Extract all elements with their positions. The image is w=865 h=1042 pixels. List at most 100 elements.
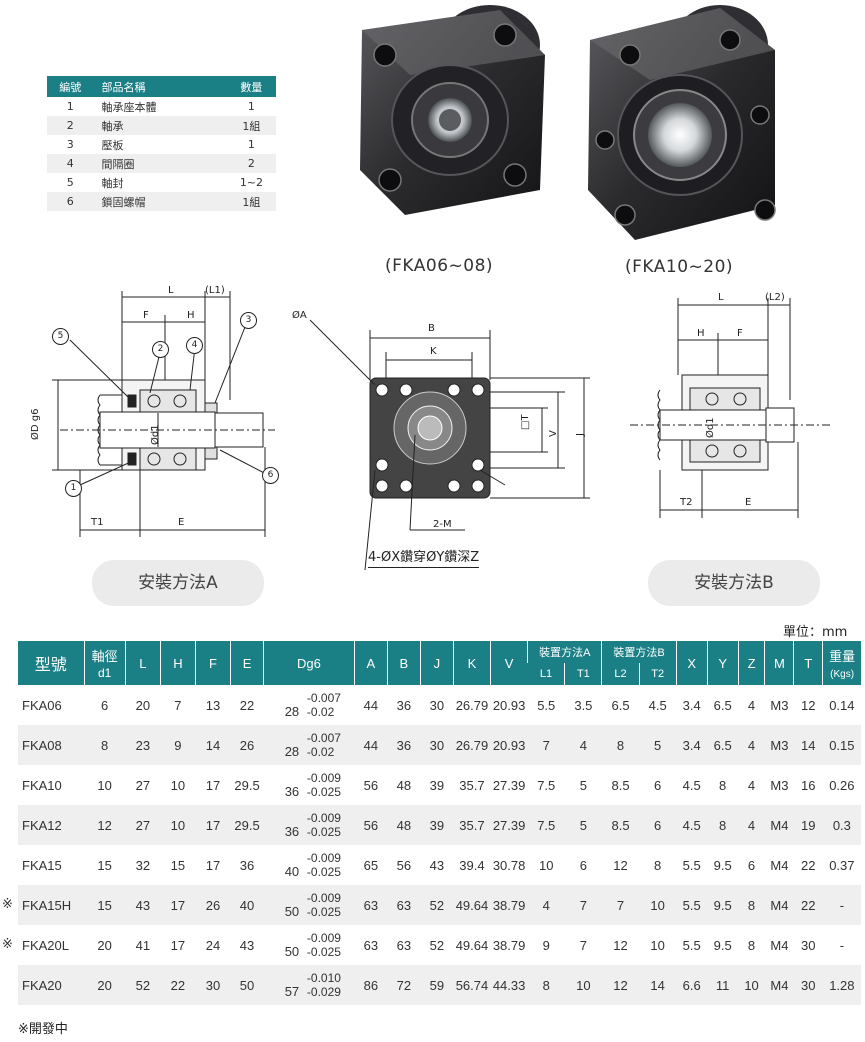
spec-cell-t1: 7 <box>564 885 602 925</box>
drawing-mounting-a <box>52 291 275 537</box>
spec-cell-h: 10 <box>160 805 196 845</box>
spec-header-f: F <box>194 641 231 685</box>
spec-cell-model: FKA10 <box>22 777 62 793</box>
product-photo-fka06 <box>360 5 545 215</box>
spec-cell-y: 8 <box>707 805 739 845</box>
spec-cell-tol-lo: -0.025 <box>306 865 341 879</box>
dim-f-right: F <box>737 328 743 339</box>
drawing-front-view <box>309 319 590 570</box>
parts-header-no: 編號 <box>47 76 94 97</box>
spec-cell-l1: 7.5 <box>527 805 565 845</box>
spec-cell-model: FKA20L <box>22 937 69 953</box>
spec-cell-tol-lo: -0.029 <box>306 985 341 999</box>
spec-header-l1: L1 <box>527 663 565 685</box>
spec-header-dg6: Dg6 <box>263 641 355 685</box>
spec-cell-v: 38.79 <box>492 937 526 953</box>
spec-cell-b: 63 <box>396 937 412 953</box>
spec-cell-tol-lo: -0.02 <box>306 705 335 719</box>
spec-cell-t2: 4.5 <box>648 697 667 713</box>
spec-cell-dg6: 36-0.009-0.025 <box>263 805 355 845</box>
dim-e-right: E <box>745 497 752 508</box>
parts-cell-qty: 1 <box>247 138 255 151</box>
dim-od-g6: ØD g6 <box>30 408 41 440</box>
spec-cell-j: 30 <box>420 725 454 765</box>
spec-cell-y: 6.5 <box>707 725 739 765</box>
spec-cell-d1: 6 <box>101 697 109 713</box>
spec-cell-w: - <box>839 937 845 953</box>
spec-cell-l2: 12 <box>613 857 628 873</box>
callout-6: 6 <box>262 467 279 484</box>
spec-cell-w: 0.37 <box>829 857 855 873</box>
spec-cell-a: 86 <box>354 965 388 1005</box>
spec-cell-tolerance: -0.007-0.02 <box>307 691 341 719</box>
spec-cell-tolerance: -0.009-0.025 <box>307 891 341 919</box>
parts-cell-name: 軸承座本體 <box>101 100 157 114</box>
spec-cell-a: 63 <box>354 885 388 925</box>
spec-header-row-2: L1 T1 L2 T2 <box>18 663 861 685</box>
dim-j: J <box>575 433 586 436</box>
spec-cell-m: M3 <box>764 725 794 765</box>
spec-cell-d: 28 <box>284 704 300 719</box>
spec-cell-dg6: 28-0.007-0.02 <box>263 725 355 765</box>
development-mark: ※ <box>2 897 13 912</box>
spec-cell-j: 52 <box>429 937 445 953</box>
spec-header-x: X <box>675 641 708 685</box>
spec-cell-x: 3.4 <box>676 725 708 765</box>
spec-cell-tolerance: -0.009-0.025 <box>307 811 341 839</box>
spec-cell-t: 22 <box>801 857 816 873</box>
spec-cell-e: 36 <box>239 857 255 873</box>
spec-cell-a: 63 <box>363 937 379 953</box>
spec-cell-l1: 7.5 <box>537 777 556 793</box>
spec-header-y: Y <box>706 641 739 685</box>
spec-cell-e: 40 <box>230 885 264 925</box>
parts-cell-no: 5 <box>66 176 74 189</box>
spec-cell-t1: 6 <box>579 857 587 873</box>
spec-cell-model: FKA12 <box>18 805 85 845</box>
spec-cell-t2: 14 <box>639 965 677 1005</box>
spec-cell-j: 43 <box>429 857 445 873</box>
hole-note: 4-ØX鑽穿ØY鑽深Z <box>368 546 480 568</box>
spec-cell-l1: 9 <box>542 937 550 953</box>
callout-3: 3 <box>240 312 257 329</box>
spec-header-weight-label: 重量 <box>829 649 856 664</box>
spec-cell-d1: 12 <box>84 805 126 845</box>
parts-cell-no: 3 <box>66 138 74 151</box>
spec-header-weight: 重量(Kgs) <box>822 641 861 685</box>
spec-cell-j: 39 <box>429 777 445 793</box>
spec-cell-l1: 8 <box>527 965 565 1005</box>
dim-f-left: F <box>143 310 149 321</box>
parts-cell-name: 軸承 <box>93 116 227 135</box>
spec-header-shaft-sub: d1 <box>97 666 112 680</box>
spec-cell-l: 43 <box>125 885 161 925</box>
parts-header-qty: 數量 <box>226 76 276 97</box>
spec-cell-l: 41 <box>135 937 151 953</box>
spec-cell-d: 50 <box>284 904 300 919</box>
spec-cell-l: 52 <box>125 965 161 1005</box>
spec-cell-f: 17 <box>195 805 231 845</box>
spec-cell-k: 49.64 <box>453 885 491 925</box>
spec-header-method-b: 裝置方法B <box>601 641 677 663</box>
spec-cell-e: 26 <box>230 725 264 765</box>
spec-cell-d1: 20 <box>84 965 126 1005</box>
spec-cell-tol-hi: -0.007 <box>306 731 341 745</box>
spec-cell-k: 26.79 <box>453 725 491 765</box>
spec-cell-m: M4 <box>770 857 789 873</box>
spec-cell-y: 9.5 <box>713 857 732 873</box>
spec-cell-t: 19 <box>793 805 823 845</box>
spec-cell-dg6: 40-0.009-0.025 <box>264 845 355 885</box>
spec-cell-t1: 3.5 <box>574 697 593 713</box>
spec-cell-w: - <box>822 885 861 925</box>
spec-cell-k: 26.79 <box>455 697 489 713</box>
spec-cell-tol-hi: -0.009 <box>306 771 341 785</box>
dim-oa: ØA <box>292 310 307 321</box>
spec-cell-b: 48 <box>387 805 421 845</box>
spec-cell-d1: 15 <box>97 857 112 873</box>
spec-cell-m: M4 <box>764 885 794 925</box>
spec-cell-tolerance: -0.009-0.025 <box>307 771 341 799</box>
